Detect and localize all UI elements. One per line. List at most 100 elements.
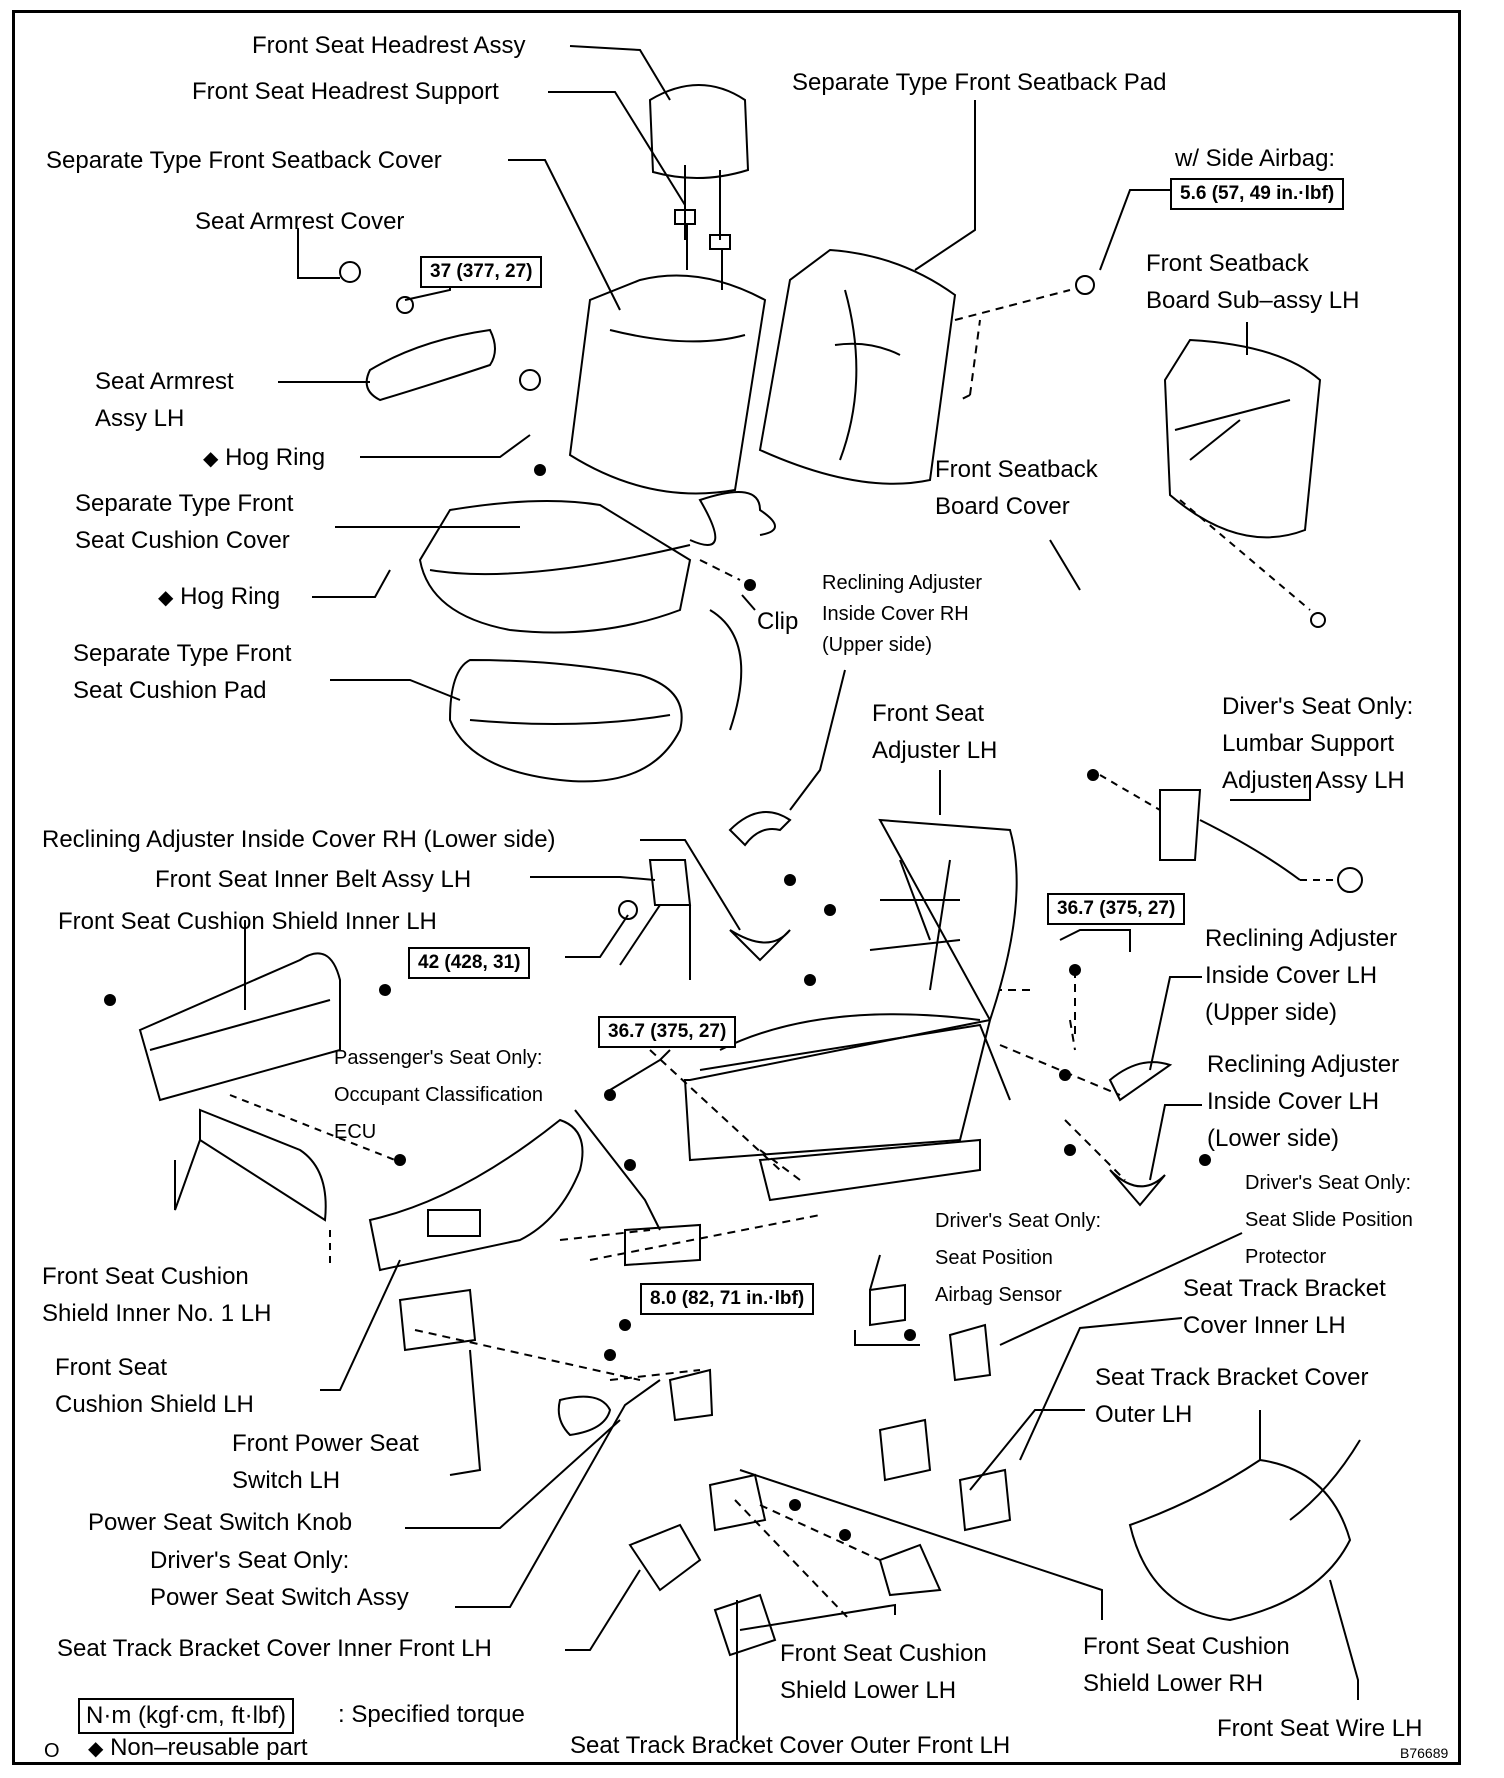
label-slide-prot-3: Protector xyxy=(1245,1246,1327,1268)
label-shield-lower-lh-1: Front Seat Cushion xyxy=(780,1640,987,1667)
label-switch-assy-2: Power Seat Switch Assy xyxy=(150,1584,409,1611)
label-seatback-cover: Separate Type Front Seatback Cover xyxy=(46,147,442,174)
track-outer-cover-part xyxy=(878,1418,932,1482)
track-inner-cover-part xyxy=(948,1323,992,1382)
label-seatback-board-1: Front Seatback xyxy=(1146,250,1309,277)
label-recl-lh-lower-3: (Lower side) xyxy=(1207,1125,1340,1152)
label-passenger-2: Occupant Classification xyxy=(334,1084,543,1106)
label-cushion-pad-1: Separate Type Front xyxy=(73,640,292,667)
recliner-rh-upper-part xyxy=(728,811,792,847)
legend-unit-text: : Specified torque xyxy=(338,1701,525,1728)
label-recl-lh-lower-1: Reclining Adjuster xyxy=(1207,1051,1400,1078)
label-switch-knob: Power Seat Switch Knob xyxy=(88,1509,353,1536)
label-shield-inner-no1-1: Front Seat Cushion xyxy=(42,1263,249,1290)
diamond-icon: ◆ xyxy=(158,587,174,609)
legend-nonreusable: ◆ Non–reusable part xyxy=(88,1734,308,1761)
label-headrest-support: Front Seat Headrest Support xyxy=(192,78,499,105)
torque-armrest: 37 (377, 27) xyxy=(420,256,543,288)
label-cushion-cover-1: Separate Type Front xyxy=(75,490,294,517)
legend-unit-box: N·m (kgf·cm, ft·lbf) xyxy=(78,1698,294,1734)
corner-mark: O xyxy=(44,1740,60,1762)
label-hog-ring-2: ◆ Hog Ring xyxy=(158,583,281,610)
label-track-outer-front: Seat Track Bracket Cover Outer Front LH xyxy=(570,1732,1011,1759)
label-recl-lh-upper-1: Reclining Adjuster xyxy=(1205,925,1398,952)
label-slide-prot-2: Seat Slide Position xyxy=(1245,1209,1413,1231)
label-switch-assy-1: Driver's Seat Only: xyxy=(150,1547,350,1574)
diamond-icon: ◆ xyxy=(203,448,219,470)
seat-adjuster-part xyxy=(683,818,1018,1162)
cushion-cover-part xyxy=(418,500,692,634)
label-headrest-assy: Front Seat Headrest Assy xyxy=(252,32,526,59)
label-armrest-cover: Seat Armrest Cover xyxy=(195,208,405,235)
label-track-inner-2: Cover Inner LH xyxy=(1183,1312,1346,1339)
switch-knob-part xyxy=(557,1395,612,1437)
label-seat-adjuster-2: Adjuster LH xyxy=(872,737,998,764)
label-pos-sensor-1: Driver's Seat Only: xyxy=(935,1210,1102,1232)
label-cushion-cover-2: Seat Cushion Cover xyxy=(75,527,290,554)
label-seatback-board-2: Board Sub–assy LH xyxy=(1146,287,1360,314)
label-recl-lh-upper-2: Inside Cover LH xyxy=(1205,962,1378,989)
label-slide-prot-1: Driver's Seat Only: xyxy=(1245,1172,1412,1194)
shield-lower-lh-part xyxy=(713,1593,777,1657)
label-track-outer-1: Seat Track Bracket Cover xyxy=(1095,1364,1369,1391)
headrest-part xyxy=(648,84,750,179)
recliner-lh-lower-part xyxy=(1109,1169,1166,1207)
armrest-part xyxy=(365,328,496,402)
label-track-inner-1: Seat Track Bracket xyxy=(1183,1275,1386,1302)
label-recl-lh-upper-3: (Upper side) xyxy=(1205,999,1338,1026)
label-shield-lower-rh-2: Shield Lower RH xyxy=(1083,1670,1264,1697)
track-inner-front-part xyxy=(628,1523,702,1592)
label-inner-belt: Front Seat Inner Belt Assy LH xyxy=(155,866,472,893)
label-recl-rh-upper-3: (Upper side) xyxy=(822,634,933,656)
seatback-board-part xyxy=(1163,338,1322,539)
torque-adjuster-left: 36.7 (375, 27) xyxy=(598,1016,737,1048)
seatback-cover-part xyxy=(568,274,767,495)
label-power-switch-2: Switch LH xyxy=(232,1467,341,1494)
label-hog-ring-1: ◆ Hog Ring xyxy=(203,444,326,471)
label-passenger-3: ECU xyxy=(334,1121,377,1143)
label-shield-inner-no1-2: Shield Inner No. 1 LH xyxy=(42,1300,272,1327)
label-recl-rh-lower: Reclining Adjuster Inside Cover RH (Lowe… xyxy=(42,826,556,853)
track-outer-front-part xyxy=(708,1473,767,1532)
label-track-outer-2: Outer LH xyxy=(1095,1401,1193,1428)
diamond-icon: ◆ xyxy=(88,1738,104,1760)
label-passenger-1: Passenger's Seat Only: xyxy=(334,1047,543,1069)
label-board-cover-2: Board Cover xyxy=(935,493,1070,520)
shield-inner-no1-part xyxy=(199,1108,327,1222)
label-recl-lh-lower-2: Inside Cover LH xyxy=(1207,1088,1380,1115)
label-shield-lower-rh-1: Front Seat Cushion xyxy=(1083,1633,1290,1660)
torque-adjuster-right: 36.7 (375, 27) xyxy=(1047,893,1186,925)
label-seatback-pad: Separate Type Front Seatback Pad xyxy=(792,69,1167,96)
diagram-frame xyxy=(12,10,1461,1765)
inner-belt-part xyxy=(648,859,692,906)
label-pos-sensor-3: Airbag Sensor xyxy=(935,1284,1062,1306)
label-track-inner-front: Seat Track Bracket Cover Inner Front LH xyxy=(57,1635,492,1662)
label-lumbar-3: Adjuster Assy LH xyxy=(1222,767,1405,794)
torque-belt: 42 (428, 31) xyxy=(408,947,531,979)
lumbar-adjuster-part xyxy=(1159,789,1202,861)
seat-wire-part xyxy=(1128,1458,1352,1622)
label-seat-adjuster-1: Front Seat xyxy=(872,700,985,727)
label-shield-inner: Front Seat Cushion Shield Inner LH xyxy=(58,908,437,935)
cushion-shield-part xyxy=(368,1118,584,1272)
switch-assy-part xyxy=(668,1368,714,1422)
torque-airbag: 5.6 (57, 49 in.·lbf) xyxy=(1170,178,1345,210)
recliner-lh-upper-part xyxy=(1108,1061,1173,1102)
label-armrest-assy-2: Assy LH xyxy=(95,405,185,432)
label-side-airbag: w/ Side Airbag: xyxy=(1175,145,1336,172)
label-seat-wire: Front Seat Wire LH xyxy=(1217,1715,1423,1742)
recliner-rh-lower-part xyxy=(729,929,791,962)
label-power-switch-1: Front Power Seat xyxy=(232,1430,419,1457)
track-outer-lh-part xyxy=(958,1468,1012,1532)
seatback-pad-part xyxy=(758,248,957,485)
label-recl-rh-upper-2: Inside Cover RH xyxy=(822,603,969,625)
label-board-cover-1: Front Seatback xyxy=(935,456,1098,483)
label-armrest-assy-1: Seat Armrest xyxy=(95,368,234,395)
cushion-pad-part xyxy=(448,658,683,783)
label-recl-rh-upper-1: Reclining Adjuster xyxy=(822,572,983,594)
label-cushion-shield-2: Cushion Shield LH xyxy=(55,1391,254,1418)
shield-lower-rh-part xyxy=(878,1543,942,1597)
label-cushion-pad-2: Seat Cushion Pad xyxy=(73,677,267,704)
label-pos-sensor-2: Seat Position xyxy=(935,1247,1053,1269)
